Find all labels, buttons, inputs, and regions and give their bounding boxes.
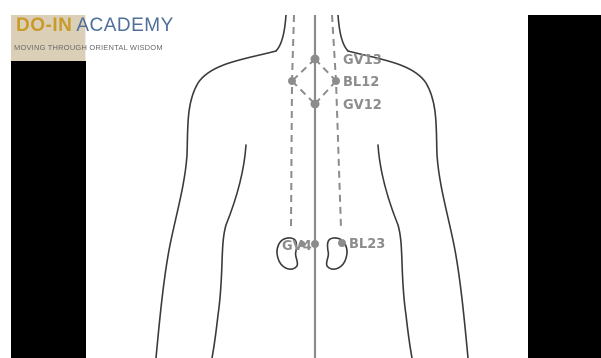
gv12-label: GV12 (343, 98, 382, 113)
left-torso-outline (212, 145, 246, 358)
gv13-point (311, 55, 320, 64)
gv4-label: GV4 (282, 239, 312, 254)
point-connector-left-upper (292, 59, 315, 81)
point-connector-left-lower (292, 81, 315, 104)
back-diagram: GV13 BL12 GV12 GV4 BL23 (86, 15, 528, 358)
bl12-right-point (332, 77, 340, 85)
logo-academy-text: ACADEMY (76, 15, 173, 36)
point-connector-right-lower (315, 81, 336, 104)
gv4-point (311, 240, 319, 248)
bl12-left-point (288, 77, 296, 85)
top-margin (0, 0, 601, 15)
bl23-right-point (338, 239, 346, 247)
body-illustration: GV13 BL12 GV12 GV4 BL23 (86, 15, 528, 358)
point-connector-right-upper (315, 59, 336, 81)
logo-tagline: MOVING THROUGH ORIENTAL WISDOM (14, 43, 163, 52)
bl23-label: BL23 (349, 237, 385, 252)
logo-doin-text: DO-IN (16, 15, 72, 36)
gv13-label: GV13 (343, 53, 382, 68)
bladder-meridian-right (332, 15, 341, 228)
left-shoulder-outline (156, 51, 276, 358)
neck-left-line (276, 15, 286, 51)
left-margin (0, 0, 11, 358)
bladder-meridian-left (291, 15, 294, 228)
gv12-point (311, 100, 320, 109)
neck-right-line (338, 15, 348, 51)
bl12-label: BL12 (343, 75, 379, 90)
